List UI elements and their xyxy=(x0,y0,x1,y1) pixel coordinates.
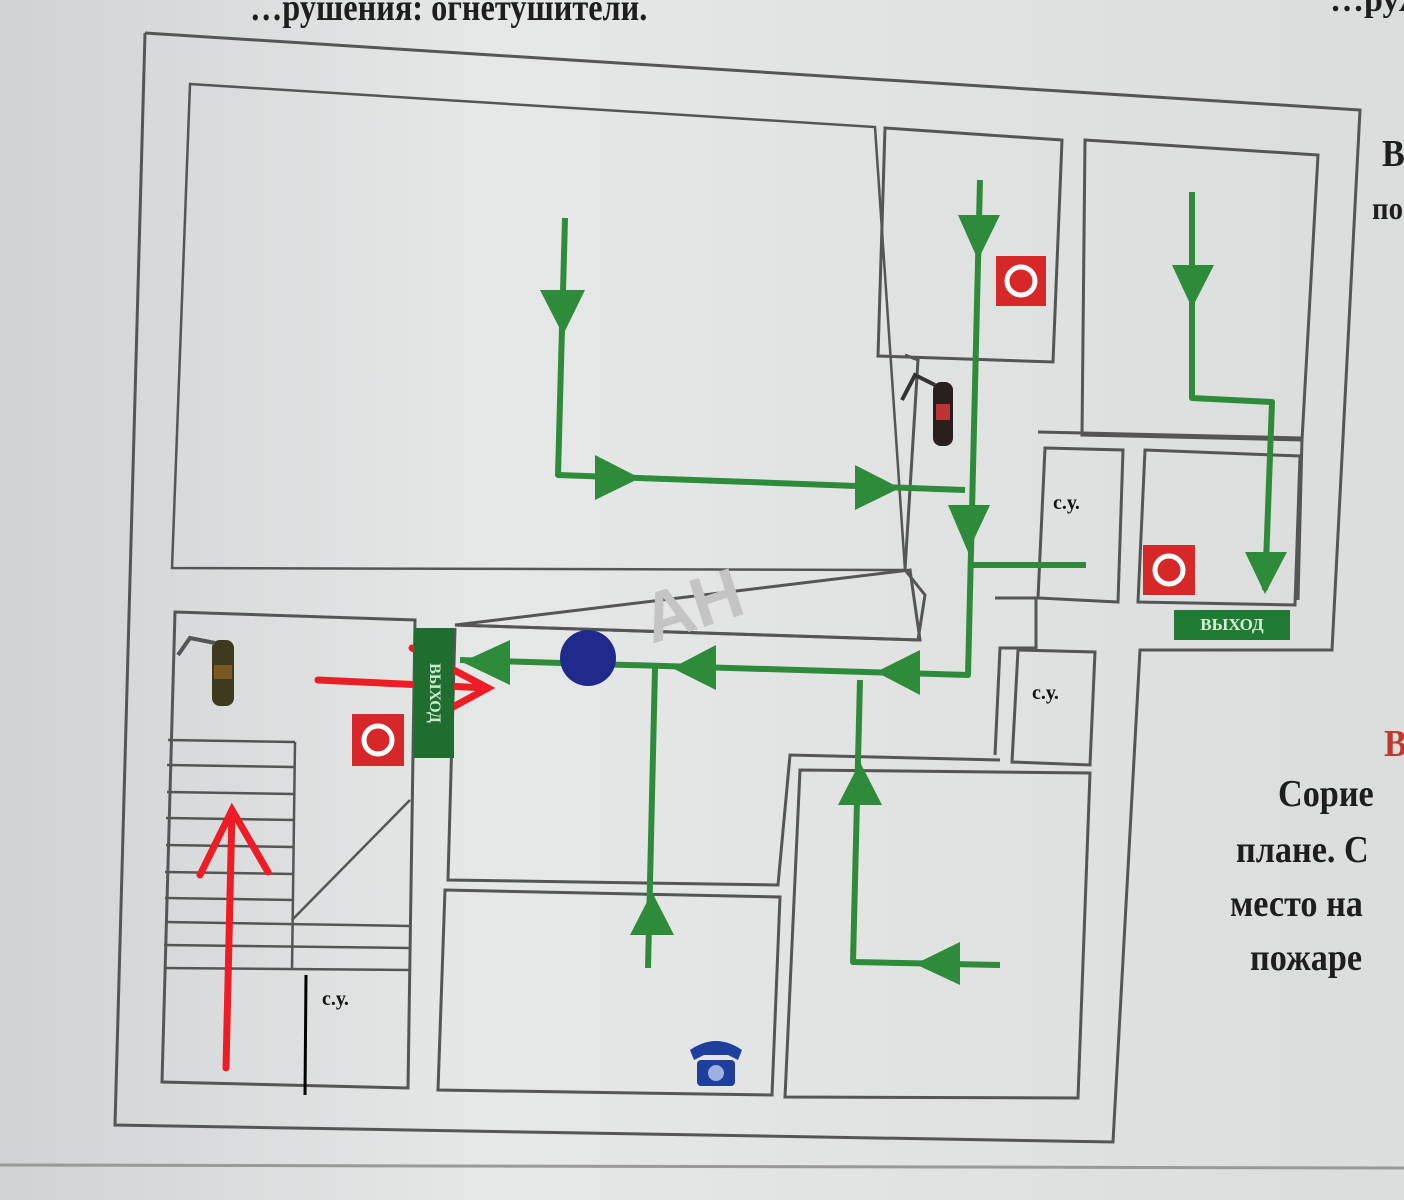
exit-sign-label: ВЫХОД xyxy=(426,663,443,723)
side-text-line: по xyxy=(1372,190,1403,226)
header-right-text: …ружс xyxy=(1330,0,1404,19)
fire-hydrant-icon xyxy=(560,630,616,686)
fire-alarm-icon xyxy=(352,714,404,766)
annotation-divider-line xyxy=(303,974,308,1096)
restroom-label: с.у. xyxy=(1053,492,1080,514)
header-text: …рушения: огнетушители. xyxy=(250,0,648,29)
side-text-line: пожаре xyxy=(1250,937,1363,979)
restroom-label: с.у. xyxy=(322,988,349,1010)
fire-alarm-icon xyxy=(1143,545,1195,595)
fire-extinguisher-icon xyxy=(900,372,953,446)
fire-extinguisher-icon xyxy=(176,635,234,706)
exit-sign: ВЫХОД xyxy=(1174,610,1290,640)
fire-alarm-icon xyxy=(996,256,1046,306)
exit-sign-vertical: ВЫХОД xyxy=(414,628,454,758)
side-text-line: Сорие xyxy=(1278,773,1374,815)
side-text-line: плане. С xyxy=(1236,829,1369,871)
restroom-label: с.у. xyxy=(1032,682,1059,704)
side-red-heading: В xyxy=(1384,722,1404,766)
route-arrowheads xyxy=(462,215,1287,985)
telephone-icon xyxy=(690,1041,742,1086)
side-text-line: место на xyxy=(1230,883,1363,925)
page-bottom-edge xyxy=(0,1163,1404,1170)
side-text-line: В xyxy=(1382,133,1404,175)
